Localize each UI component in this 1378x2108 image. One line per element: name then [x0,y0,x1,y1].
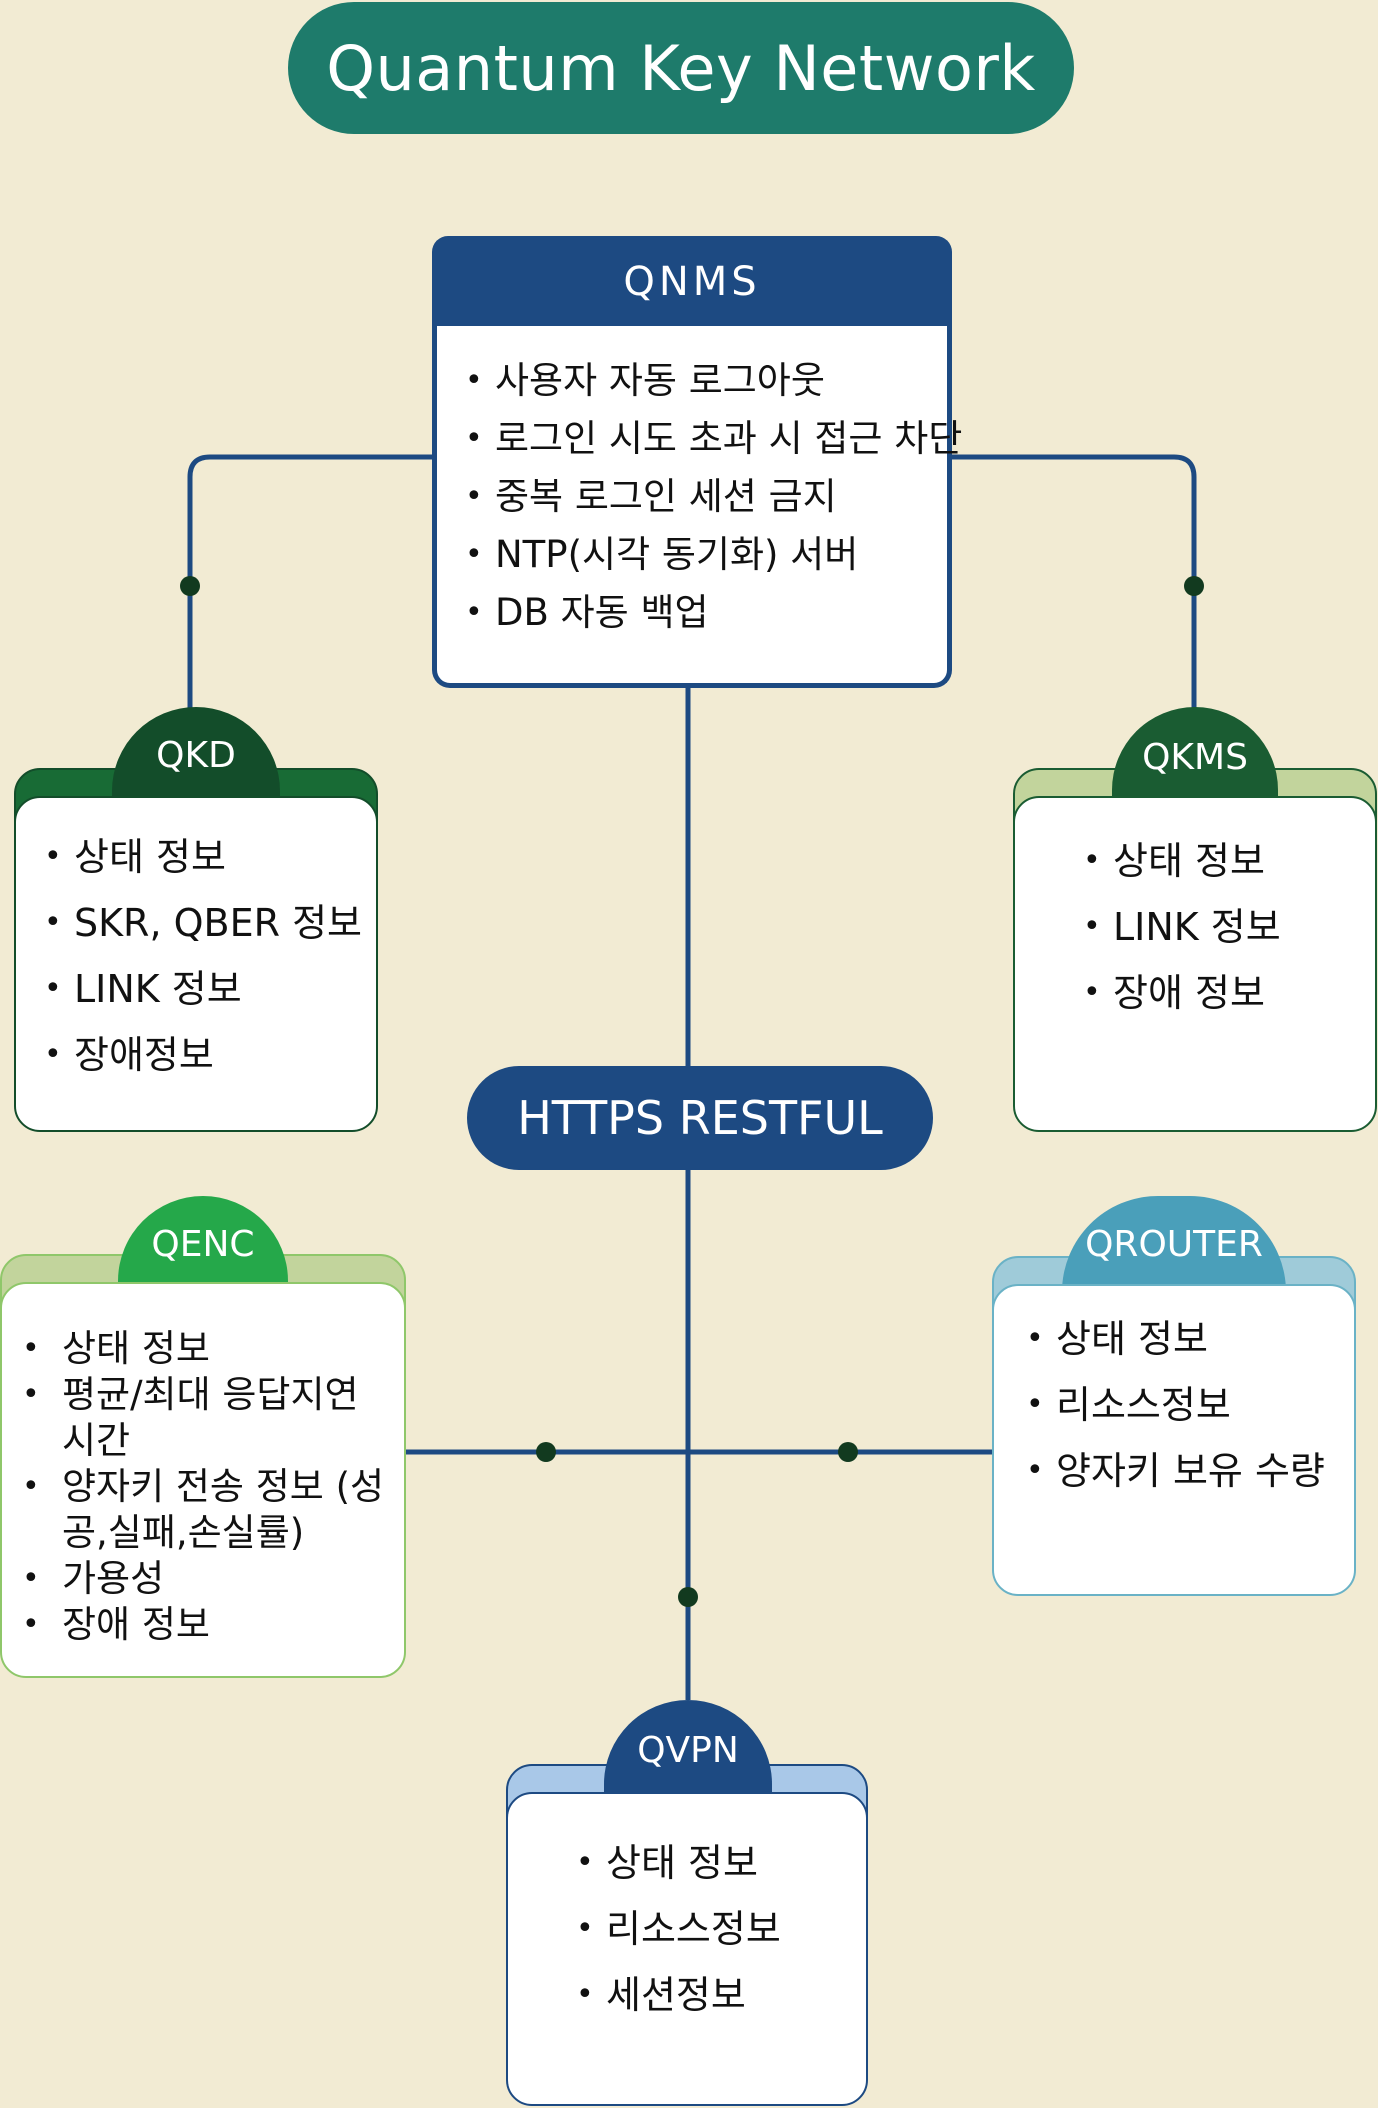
qkms-item: 장애 정보 [1083,960,1375,1026]
qenc-item: 양자키 전송 정보 (성공,실패,손실률) [22,1464,392,1556]
qkms-node: 상태 정보 LINK 정보 장애 정보 [1013,796,1377,1132]
qrouter-item: 리소스정보 [1026,1372,1354,1438]
qkd-item: 상태 정보 [44,824,376,890]
qkd-item: SKR, QBER 정보 [44,890,376,956]
qrouter-item: 상태 정보 [1026,1306,1354,1372]
qenc-item: 가용성 [22,1556,392,1602]
qenc-item: 상태 정보 [22,1326,392,1372]
qnms-item: DB 자동 백업 [465,584,947,642]
qkms-item: LINK 정보 [1083,894,1375,960]
qnms-item: 로그인 시도 초과 시 접근 차단 [465,410,962,468]
junction-dot-qvpn [678,1587,698,1607]
qenc-item: 평균/최대 응답지연 시간 [22,1372,392,1464]
qkms-item: 상태 정보 [1083,828,1375,894]
qvpn-item: 세션정보 [576,1962,866,2028]
qvpn-node: 상태 정보 리소스정보 세션정보 [506,1792,868,2106]
qnms-node: 사용자 자동 로그아웃 로그인 시도 초과 시 접근 차단 중복 로그인 세션 … [432,326,962,688]
qvpn-item-list: 상태 정보 리소스정보 세션정보 [576,1830,866,2028]
qkd-item: LINK 정보 [44,956,376,1022]
diagram-title: Quantum Key Network [288,2,1074,134]
qkd-title: QKD [112,707,280,803]
qnms-header: QNMS [432,236,952,328]
https-restful-hub: HTTPS RESTFUL [467,1066,933,1170]
qnms-item-list: 사용자 자동 로그아웃 로그인 시도 초과 시 접근 차단 중복 로그인 세션 … [465,352,962,642]
qkd-node: 상태 정보 SKR, QBER 정보 LINK 정보 장애정보 [14,796,378,1132]
qvpn-item: 상태 정보 [576,1830,866,1896]
junction-dot-qkd [180,576,200,596]
qenc-item-list: 상태 정보 평균/최대 응답지연 시간 양자키 전송 정보 (성공,실패,손실률… [22,1326,392,1648]
qenc-item: 장애 정보 [22,1602,392,1648]
qrouter-item: 양자키 보유 수량 [1026,1438,1354,1504]
qrouter-item-list: 상태 정보 리소스정보 양자키 보유 수량 [1026,1306,1354,1504]
junction-dot-qrouter [838,1442,858,1462]
wire-qnms-qkms [952,454,1197,730]
qkd-item: 장애정보 [44,1022,376,1088]
junction-dot-qenc [536,1442,556,1462]
qkd-item-list: 상태 정보 SKR, QBER 정보 LINK 정보 장애정보 [44,824,376,1088]
qnms-item: 중복 로그인 세션 금지 [465,468,947,526]
junction-dot-qkms [1184,576,1204,596]
wire-qnms-qkd [187,454,432,730]
qnms-item: 사용자 자동 로그아웃 [465,352,947,410]
qvpn-item: 리소스정보 [576,1896,866,1962]
qrouter-node: 상태 정보 리소스정보 양자키 보유 수량 [992,1284,1356,1596]
qnms-item: NTP(시각 동기화) 서버 [465,526,947,584]
qenc-node: 상태 정보 평균/최대 응답지연 시간 양자키 전송 정보 (성공,실패,손실률… [0,1282,406,1678]
qkms-item-list: 상태 정보 LINK 정보 장애 정보 [1083,828,1375,1026]
